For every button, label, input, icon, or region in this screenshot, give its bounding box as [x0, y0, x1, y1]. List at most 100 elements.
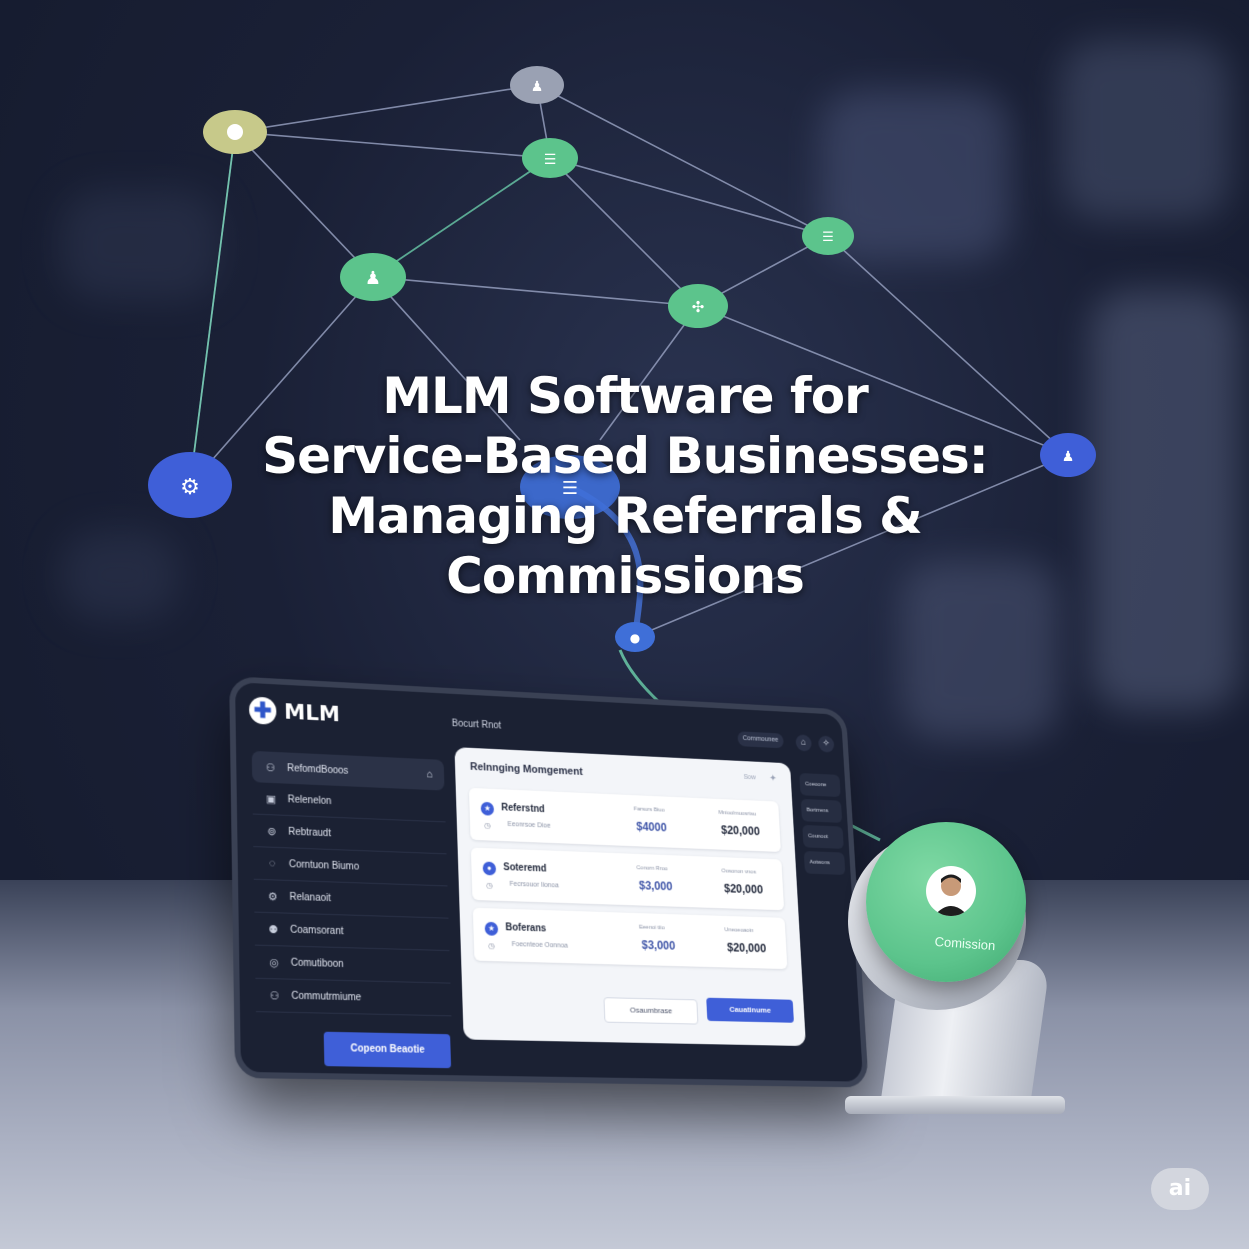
secondary-button[interactable]: Osaumbrase: [603, 997, 699, 1025]
network-edge: [189, 276, 374, 486]
card-label-2: Uneoeoaoin: [724, 927, 754, 934]
background-shape: [60, 190, 220, 300]
users-icon: ♟: [365, 268, 381, 289]
headline: MLM Software for Service-Based Businesse…: [150, 366, 1100, 606]
network-node-blue-hub: ☰: [520, 455, 620, 519]
referral-card[interactable]: ★ ◷ Referstnd Eeonrsoe Dioe Farsurs Biuo…: [468, 787, 781, 852]
star-icon: ●: [482, 861, 497, 876]
card-label-1: Eeenoi tiio: [638, 924, 665, 932]
card-subtitle: Eeonrsoe Dioe: [507, 821, 551, 830]
dashboard-tablet: ✚ MLM Bocurt Rnot Cornmounee ⌂ ✧ ⚇ Refom…: [229, 676, 869, 1088]
network-edge: [372, 157, 551, 278]
network-node-green: ♟: [340, 253, 406, 301]
list-icon: ☰: [544, 152, 557, 168]
sidebar-action-button[interactable]: Copeon Beaotie: [323, 1031, 452, 1069]
sidebar-item-label: Commutrmiume: [291, 990, 362, 1003]
referral-card[interactable]: ● ◷ Soteremd Fecrsouor Iionoa Conorn Rro…: [470, 847, 785, 911]
link-icon: ⊚: [267, 825, 277, 838]
right-column-item[interactable]: Counoot: [802, 824, 844, 849]
topbar-title: Bocurt Rnot: [451, 718, 502, 732]
brand: ✚ MLM: [248, 696, 341, 728]
network-edge: [549, 157, 829, 237]
network-node-blue-small: ●: [615, 622, 655, 652]
group-icon: ⚇: [269, 989, 280, 1003]
network-edge: [827, 235, 1069, 456]
sidebar-item-commissions[interactable]: ⚇ Commutrmiume: [255, 978, 452, 1017]
notification-icon[interactable]: ✧: [817, 735, 835, 753]
eye-icon: [227, 124, 243, 140]
users-icon: ♟: [1062, 449, 1075, 465]
right-column-item[interactable]: Coeoone: [799, 773, 841, 798]
team-icon: ⚉: [268, 923, 279, 936]
sidebar-item-label: Relanaoit: [289, 891, 331, 904]
sidebar-item-label: Comutiboon: [290, 957, 344, 970]
card-value-1: $3,000: [638, 878, 673, 894]
right-column-item[interactable]: Bortrrens: [800, 798, 843, 823]
headline-line-1: MLM Software for: [382, 367, 868, 425]
network-edge: [234, 131, 374, 278]
sidebar-item-consultant[interactable]: ⚉ Coamsorant: [254, 912, 450, 952]
star-icon: ★: [480, 801, 495, 816]
right-column-item[interactable]: Aotwons: [803, 851, 846, 875]
clock-icon: ◷: [486, 880, 493, 890]
right-column: Coeoone Bortrrens Counoot Aotwons: [799, 773, 846, 879]
clock-icon: ◷: [484, 821, 491, 831]
sidebar-item-contribution[interactable]: ◎ Comutiboon: [254, 945, 451, 984]
sidebar-item-label: Corntuon Biumo: [288, 858, 360, 873]
sidebar-item-label: RefomdBooos: [287, 762, 349, 777]
plus-logo-icon: ✚: [248, 696, 277, 725]
settings-icon[interactable]: ✦: [769, 773, 778, 784]
clock-icon: ◷: [488, 941, 495, 951]
topbar-pill-button[interactable]: Cornmounee: [737, 731, 784, 749]
panel-search-label[interactable]: Sow: [743, 774, 756, 782]
network-node-gray: ♟: [510, 66, 564, 104]
chat-icon: ◌: [268, 857, 276, 870]
doc-icon: ◎: [269, 956, 279, 969]
headline-line-3: Managing Referrals & Commissions: [328, 487, 923, 605]
card-label-1: Conorn Rroo: [636, 865, 668, 873]
sidebar-item-label: Coamsorant: [290, 924, 344, 937]
users-icon: ⚇: [265, 761, 276, 774]
background-shape: [60, 530, 180, 620]
network-node-green: ✣: [668, 284, 728, 328]
network-edge: [234, 84, 538, 133]
card-value-1: $3,000: [641, 938, 676, 953]
settings-icon[interactable]: ⌂: [426, 768, 433, 781]
card-name: Soteremd: [503, 862, 547, 875]
card-value-1: $4000: [636, 819, 667, 835]
card-value-2: $20,000: [723, 881, 764, 897]
lightbulb-icon: ●: [630, 631, 640, 645]
referral-card[interactable]: ★ ◷ Boferans Foecnteoe Oonnoa Eeenoi tii…: [472, 907, 788, 970]
wallet-icon: ▣: [265, 792, 277, 806]
home-icon[interactable]: ⌂: [795, 734, 812, 752]
sidebar: ⚇ RefomdBooos ⌂ ▣ Relenelon ⊚ Rebtraudt …: [251, 750, 453, 1069]
network-edge: [372, 276, 521, 441]
network-edge: [599, 305, 699, 441]
primary-button[interactable]: Cauatinume: [706, 997, 794, 1023]
card-label-2: Mnioolmuosrtsu: [718, 810, 757, 818]
referral-network-graph: ♟ ☰ ♟ ✣ ☰ ⚙ ♟ ☰ ●: [148, 66, 1096, 652]
network-node-blue: ⚙: [148, 452, 232, 518]
panel-title: Relnnging Momgement: [469, 761, 583, 778]
card-value-2: $20,000: [726, 940, 767, 956]
card-subtitle: Foecnteoe Oonnoa: [511, 941, 569, 950]
network-edge: [634, 454, 1069, 638]
gear-icon: ⚙: [267, 890, 278, 903]
star-icon: ★: [484, 921, 499, 936]
network-node-blue: ♟: [1040, 433, 1096, 477]
users-icon: ♟: [531, 79, 544, 95]
card-label-2: Oosonon vnos: [721, 868, 757, 876]
card-label-1: Farsurs Biuo: [633, 806, 665, 814]
brand-name: MLM: [283, 699, 341, 727]
network-node-olive: [203, 110, 267, 154]
referral-management-panel: Relnnging Momgement Sow ✦ ★ ◷ Referstnd …: [454, 747, 806, 1047]
ai-badge: ai: [1151, 1168, 1209, 1210]
headline-line-2: Service-Based Businesses:: [262, 427, 989, 485]
network-edge: [372, 276, 699, 307]
device-stand-base: [845, 1096, 1065, 1114]
gear-icon: ⚙: [180, 475, 200, 500]
list-icon: ☰: [562, 478, 578, 499]
card-value-2: $20,000: [720, 823, 761, 839]
network-edge: [536, 84, 829, 237]
person-icon: [934, 874, 968, 916]
